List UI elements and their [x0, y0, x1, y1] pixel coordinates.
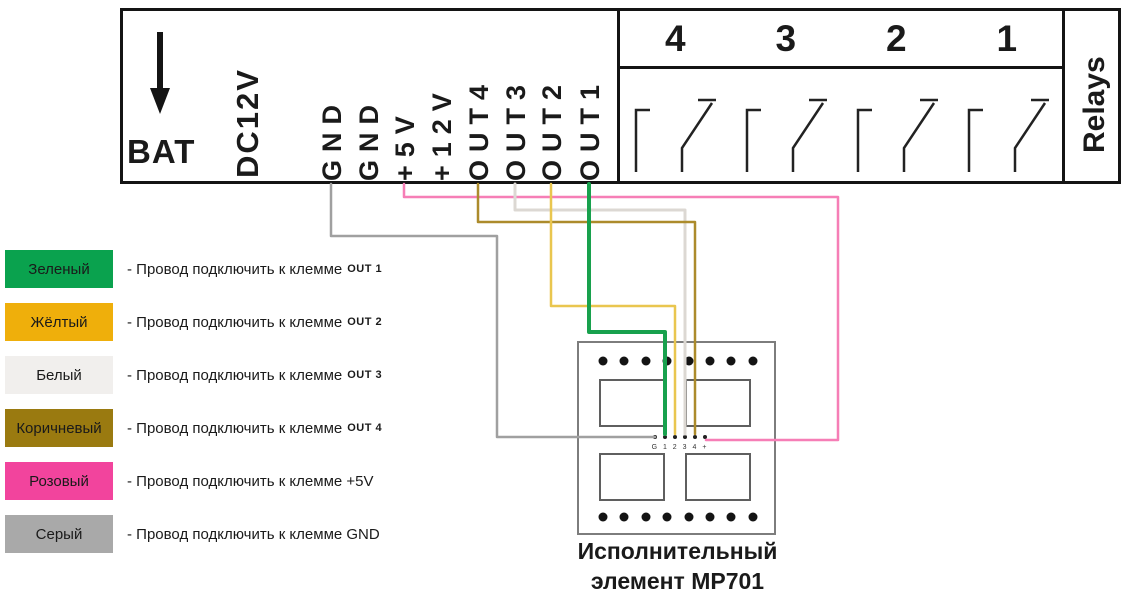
relays-label: Relays [1078, 56, 1111, 153]
color-swatch-green: Зеленый [5, 250, 113, 288]
pin-label-out1: OUT1 [575, 76, 605, 181]
legend-description: - Провод подключить к клемме +5V [127, 472, 374, 490]
relay-number-3: 3 [775, 17, 797, 59]
wire-yellow-out2 [549, 182, 677, 436]
legend-terminal: OUT 1 [347, 263, 383, 275]
bat-label: BAT [127, 133, 196, 170]
legend-description: - Провод подключить к клемме GND [127, 525, 380, 543]
wires [329, 182, 840, 442]
pin-label-12v: +12V [427, 85, 457, 181]
color-swatch-brown: Коричневый [5, 409, 113, 447]
legend-description: - Провод подключить к клемме [127, 366, 343, 384]
legend-row-brown: Коричневый - Провод подключить к клемме … [5, 409, 382, 447]
legend-terminal: OUT 3 [347, 369, 383, 381]
pin-label-out2: OUT2 [537, 76, 567, 181]
pin-label-out4: OUT4 [464, 76, 494, 181]
legend-row-gray: Серый - Провод подключить к клемме GND [5, 515, 385, 553]
legend-row-pink: Розовый - Провод подключить к клемме +5V [5, 462, 379, 500]
legend-description: - Провод подключить к клемме [127, 260, 343, 278]
relay-number-1: 1 [996, 17, 1018, 59]
board-title: Исполнительный элемент MP701 [577, 538, 778, 594]
relay-block: 4 3 2 1 [620, 8, 1065, 184]
wire-white-out3 [513, 182, 687, 436]
wire-pink-5v [402, 182, 840, 442]
relay-number-4: 4 [664, 17, 686, 59]
legend-description: - Провод подключить к клемме [127, 419, 343, 437]
dc12v-label: DC12V [230, 68, 265, 178]
board-mounting-holes-top [598, 356, 758, 366]
color-swatch-white: Белый [5, 356, 113, 394]
color-swatch-pink: Розовый [5, 462, 113, 500]
legend-row-yellow: Жёлтый - Провод подключить к клемме OUT … [5, 303, 382, 341]
board-relay-footprints [599, 379, 751, 501]
color-swatch-yellow: Жёлтый [5, 303, 113, 341]
pin-label-gnd-2: GND [354, 97, 384, 181]
mp701-board: G 1 2 3 4 + [577, 341, 776, 535]
pin-label-gnd-1: GND [317, 97, 347, 181]
legend-row-white: Белый - Провод подключить к клемме OUT 3 [5, 356, 382, 394]
board-connector-pins [653, 435, 707, 439]
wire-brown-out4 [476, 182, 697, 436]
relay-numbers-row: 4 3 2 1 [620, 11, 1062, 69]
relays-label-cell [1065, 8, 1121, 184]
legend-description: - Провод подключить к клемме [127, 313, 343, 331]
board-pin-labels: G 1 2 3 4 + [652, 444, 709, 451]
color-swatch-gray: Серый [5, 515, 113, 553]
relay-number-2: 2 [885, 17, 907, 59]
pin-label-out3: OUT3 [501, 76, 531, 181]
legend-terminal: OUT 4 [347, 422, 383, 434]
legend-row-green: Зеленый - Провод подключить к клемме OUT… [5, 250, 382, 288]
controller-terminal-block [120, 8, 620, 184]
legend-terminal: OUT 2 [347, 316, 383, 328]
pin-label-5v: +5V [390, 108, 420, 181]
wire-green-out1 [587, 182, 667, 436]
board-mounting-holes-bottom [598, 512, 758, 522]
